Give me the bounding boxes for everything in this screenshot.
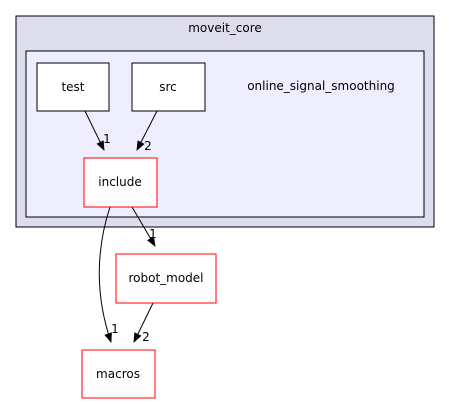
node-macros[interactable]: macros — [81, 349, 156, 399]
node-include[interactable]: include — [83, 157, 158, 208]
node-src[interactable]: src — [131, 62, 206, 112]
node-macros-label: macros — [96, 367, 140, 381]
edge-label-src-include: 2 — [144, 139, 152, 153]
edge-label-include-macros: 1 — [111, 322, 119, 336]
edge-test-to-include: 1 — [84, 110, 111, 151]
edge-label-test-include: 1 — [103, 132, 111, 146]
edge-include-to-robot-model: 1 — [131, 206, 157, 247]
edge-include-to-macros: 1 — [98, 206, 119, 343]
edge-label-robot-model-macros: 2 — [142, 330, 150, 344]
edge-src-to-include: 2 — [136, 110, 158, 153]
node-robot-model-label: robot_model — [128, 271, 203, 285]
cluster-online-signal-smoothing-label: online_signal_smoothing — [247, 79, 395, 93]
node-include-label: include — [98, 175, 141, 189]
node-robot-model[interactable]: robot_model — [115, 253, 217, 304]
edge-robot-model-to-macros: 2 — [133, 302, 154, 344]
edge-label-include-robot-model: 1 — [149, 227, 157, 241]
cluster-moveit-core-label: moveit_core — [188, 21, 262, 35]
node-test[interactable]: test — [36, 62, 110, 112]
node-test-label: test — [61, 80, 84, 94]
node-src-label: src — [159, 80, 177, 94]
